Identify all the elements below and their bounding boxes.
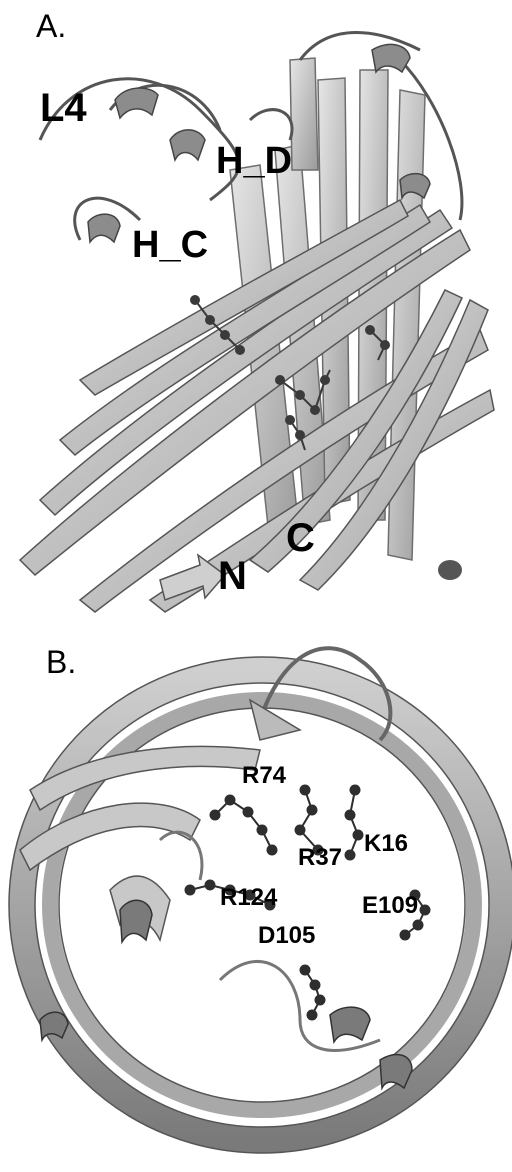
label-c-terminus: C	[286, 518, 315, 558]
label-k16: K16	[364, 832, 408, 856]
label-r74: R74	[242, 764, 286, 788]
label-e109: E109	[362, 894, 418, 918]
label-r124: R124	[220, 886, 277, 910]
panel-b: B. R74 R37 K16 R124 E109 D105	[0, 640, 512, 1172]
terminal-blob	[438, 560, 462, 580]
label-d105: D105	[258, 924, 315, 948]
panel-a: A. L4 H_D H_C C N	[0, 0, 512, 620]
label-l4: L4	[40, 88, 87, 128]
label-n-terminus: N	[218, 556, 247, 596]
panel-letter-a: A.	[36, 8, 66, 45]
label-r37: R37	[298, 846, 342, 870]
label-h-c: H_C	[132, 226, 208, 264]
label-h-d: H_D	[216, 142, 292, 180]
panel-letter-b: B.	[46, 644, 76, 681]
